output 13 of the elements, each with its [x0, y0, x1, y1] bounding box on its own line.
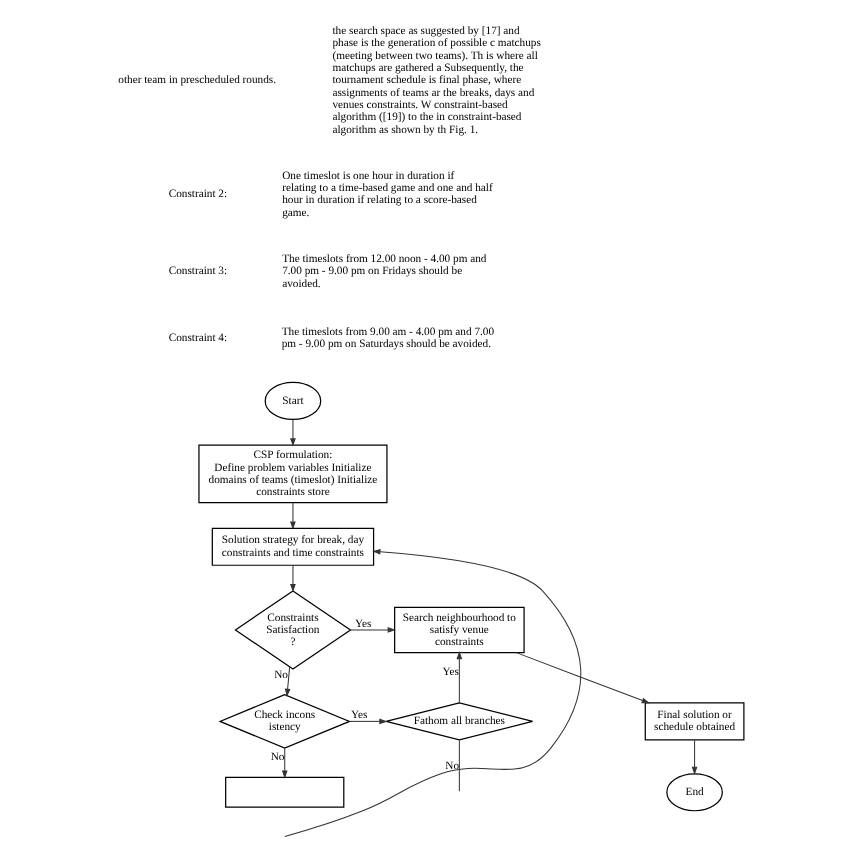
arrow [289, 418, 295, 447]
node-box [224, 776, 344, 808]
arrow [280, 747, 287, 779]
arrow [455, 651, 462, 704]
arrow [348, 718, 387, 725]
arrow [283, 666, 290, 698]
arrow [283, 548, 581, 837]
arrow [690, 739, 697, 775]
connector [457, 739, 459, 792]
arrow [289, 502, 295, 530]
arrow [514, 652, 649, 704]
arrow [348, 627, 395, 633]
arrow [289, 564, 295, 593]
